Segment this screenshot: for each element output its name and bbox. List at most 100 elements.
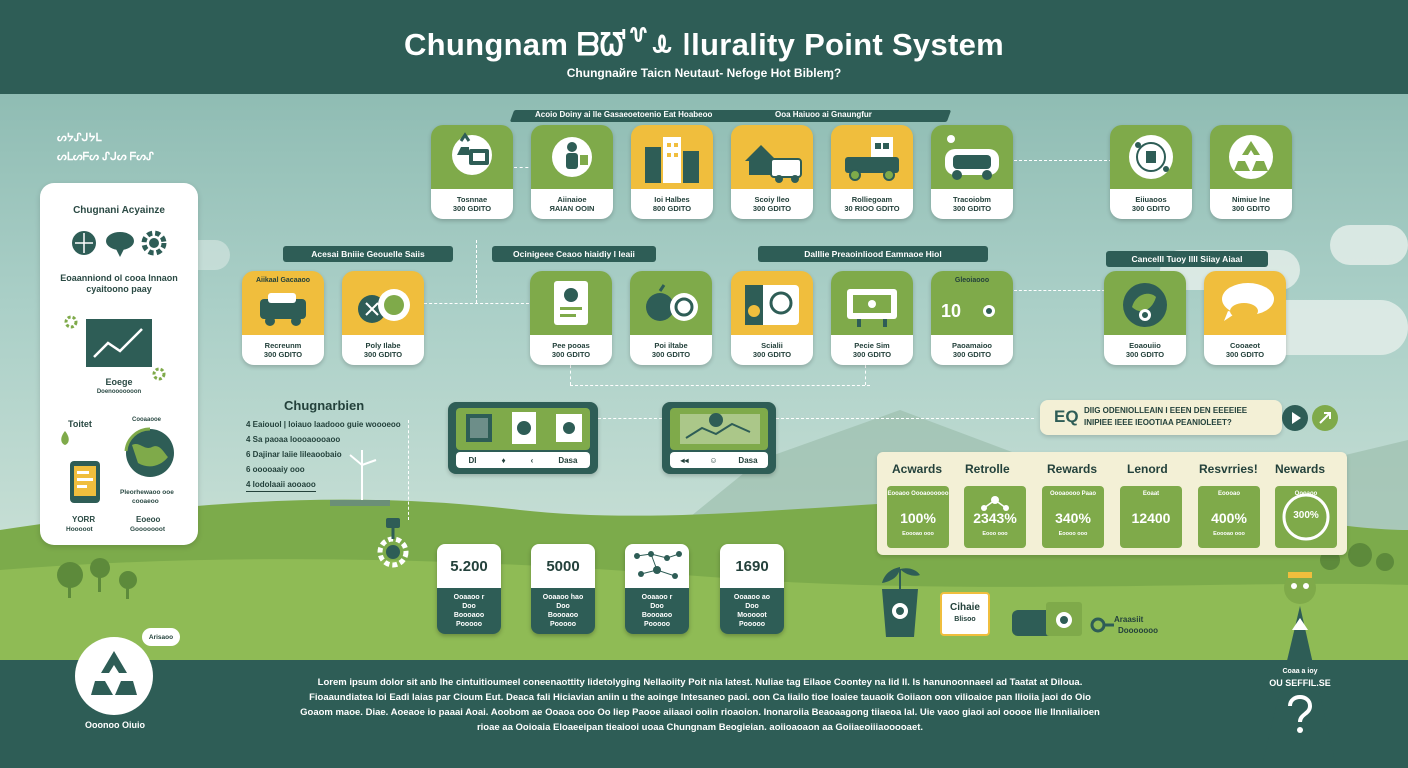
connector [424,303,529,304]
stat-caption-line: Ooaaoo ao [733,594,771,601]
globe-icon [124,427,174,477]
stat-caption-line: Ooaaoo r [641,594,673,601]
reward-box-top: Eoooao [1218,491,1240,497]
card-label-line-2: 300 GDITO [452,204,492,213]
bag-text-1: Cihaie [949,602,980,613]
left-panel-desc-2: cyaitoono paay [86,284,152,294]
screen2-foot-3[interactable]: Dasa [738,455,758,465]
counter-icon [983,305,995,317]
card-label-line-1: Poi iltabe [654,340,688,350]
phone-label-2: Hooooot [66,526,93,533]
screen1-foot-1[interactable]: DI [468,455,477,465]
screen2-foot-1[interactable]: ◂◂ [680,455,689,465]
card-label-line-1: Cooaeot [1230,340,1260,350]
reward-header-2: Retrolle [965,462,1010,476]
recycle-icon [91,651,137,695]
reward-box-bottom: Eooo ooo [982,531,1008,537]
card-label-line-2: 300 GDITO [263,350,303,359]
card-label-line-2: 300 GDITO [952,350,992,359]
page-title: Chungnam ᗷᘺ꒷ꕊ ǀlurality Point System [403,27,1005,62]
key-text-2: Dooooooo [1118,626,1158,635]
card-label-line-1: Tracoiobm [953,194,991,204]
connector [514,167,534,168]
gear-robot-icon [377,518,409,568]
leaf-tree-icon [1123,283,1167,327]
reward-box-top: Eoaat [1142,491,1160,497]
reward-header-5: Resvrries! [1199,462,1258,476]
mid-list-item-1: 4 Eaiouol | loiauo laadooo guie woooeoo [246,420,401,429]
map-widget-icon [680,413,760,444]
dashboard-screen-2: ◂◂ ☺ Dasa [662,402,776,474]
screen1-foot-3[interactable]: ‹ [530,455,534,465]
reward-box-value: 300% [1293,510,1319,521]
card-label-line-1: Aiinaioe [557,194,587,204]
bubble-line-2: INIPIEE IEEE IEOOTIAA PEANIOLEET? [1084,418,1232,427]
stat-caption-line: Doo [745,603,759,611]
play-button[interactable] [1282,405,1308,431]
shopping-person-icon [552,137,592,177]
stat-caption-line: Doo [556,603,570,611]
card-icon-area [631,125,713,189]
gear-icon [152,367,166,381]
footer-band: Lorem ipsum dolor sit anb lhe cintuitiou… [0,660,1408,768]
share-button[interactable] [1312,405,1338,431]
stat-caption-line: Doo [650,603,664,611]
phone-icon [70,461,100,503]
screen2-foot-2[interactable]: ☺ [709,455,718,465]
question-bubble: EQ DIIG ODENIOLLEAIN I EEEN DEN EEEEIEE … [1040,400,1282,435]
reward-box-2[interactable]: 2343%Eooo ooo [964,486,1026,548]
mid-section-title: Chugnarbien [284,398,365,413]
card-label-line-2: 300 GDITO [1131,204,1171,213]
produce-icon [646,284,698,321]
stat-value [625,544,689,588]
card-icon-area: Aiikaal Gacaaoo [242,271,324,335]
card-label-line-2: 300 GDITO [852,350,892,359]
screen1-foot-4[interactable]: Dasa [558,455,578,465]
electric-car-icon [945,135,999,180]
stat-caption-line: Pooooo [738,621,766,629]
section-badge-3: Dalllie Preaoinliood Eamnaoe Hiol [758,246,988,262]
left-panel-title: Chugnani Acyainze [73,205,165,216]
mid-list-item-5: 4 Iodolaaii aooaoo [246,480,316,489]
screen1-foot-2[interactable]: ♦ [501,455,506,465]
card-label-line-2: 300 GDITO [363,350,403,359]
card-icon-area [1210,125,1292,189]
share-icon [1319,412,1331,424]
buildings-icon [645,137,699,183]
connector [408,420,409,520]
right-badge-line-1: Coaa a ioy [1282,668,1318,675]
reward-box-bottom: Eoooao ooo [902,531,934,537]
